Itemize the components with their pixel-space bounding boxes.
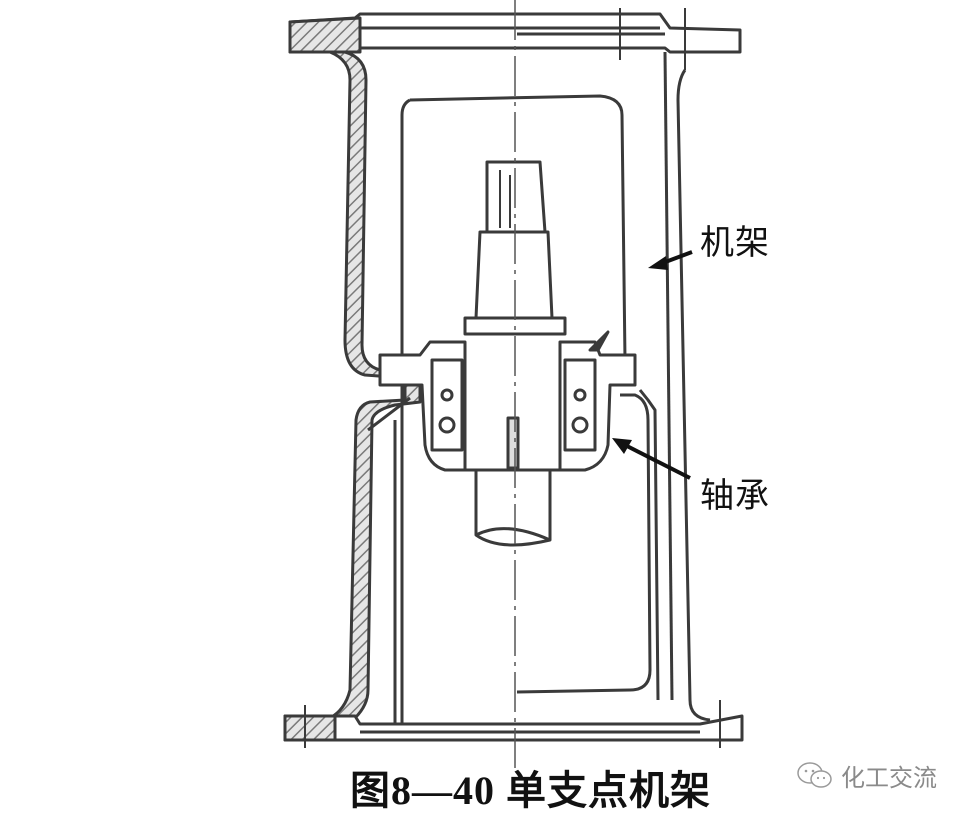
frame-arrow-icon xyxy=(648,250,693,270)
right-wall xyxy=(638,51,711,722)
frame-label: 机架 xyxy=(700,223,770,263)
wechat-icon xyxy=(797,761,832,788)
bearing-housing xyxy=(378,330,637,472)
watermark-text: 化工交流 xyxy=(841,764,937,792)
bottom-flange xyxy=(283,700,744,748)
bearing-label: 轴承 xyxy=(700,476,770,516)
watermark: 化工交流 xyxy=(795,758,937,793)
figure-caption: 图8—40 单支点机架 xyxy=(350,768,711,813)
bearing-arrow-icon xyxy=(612,438,691,480)
